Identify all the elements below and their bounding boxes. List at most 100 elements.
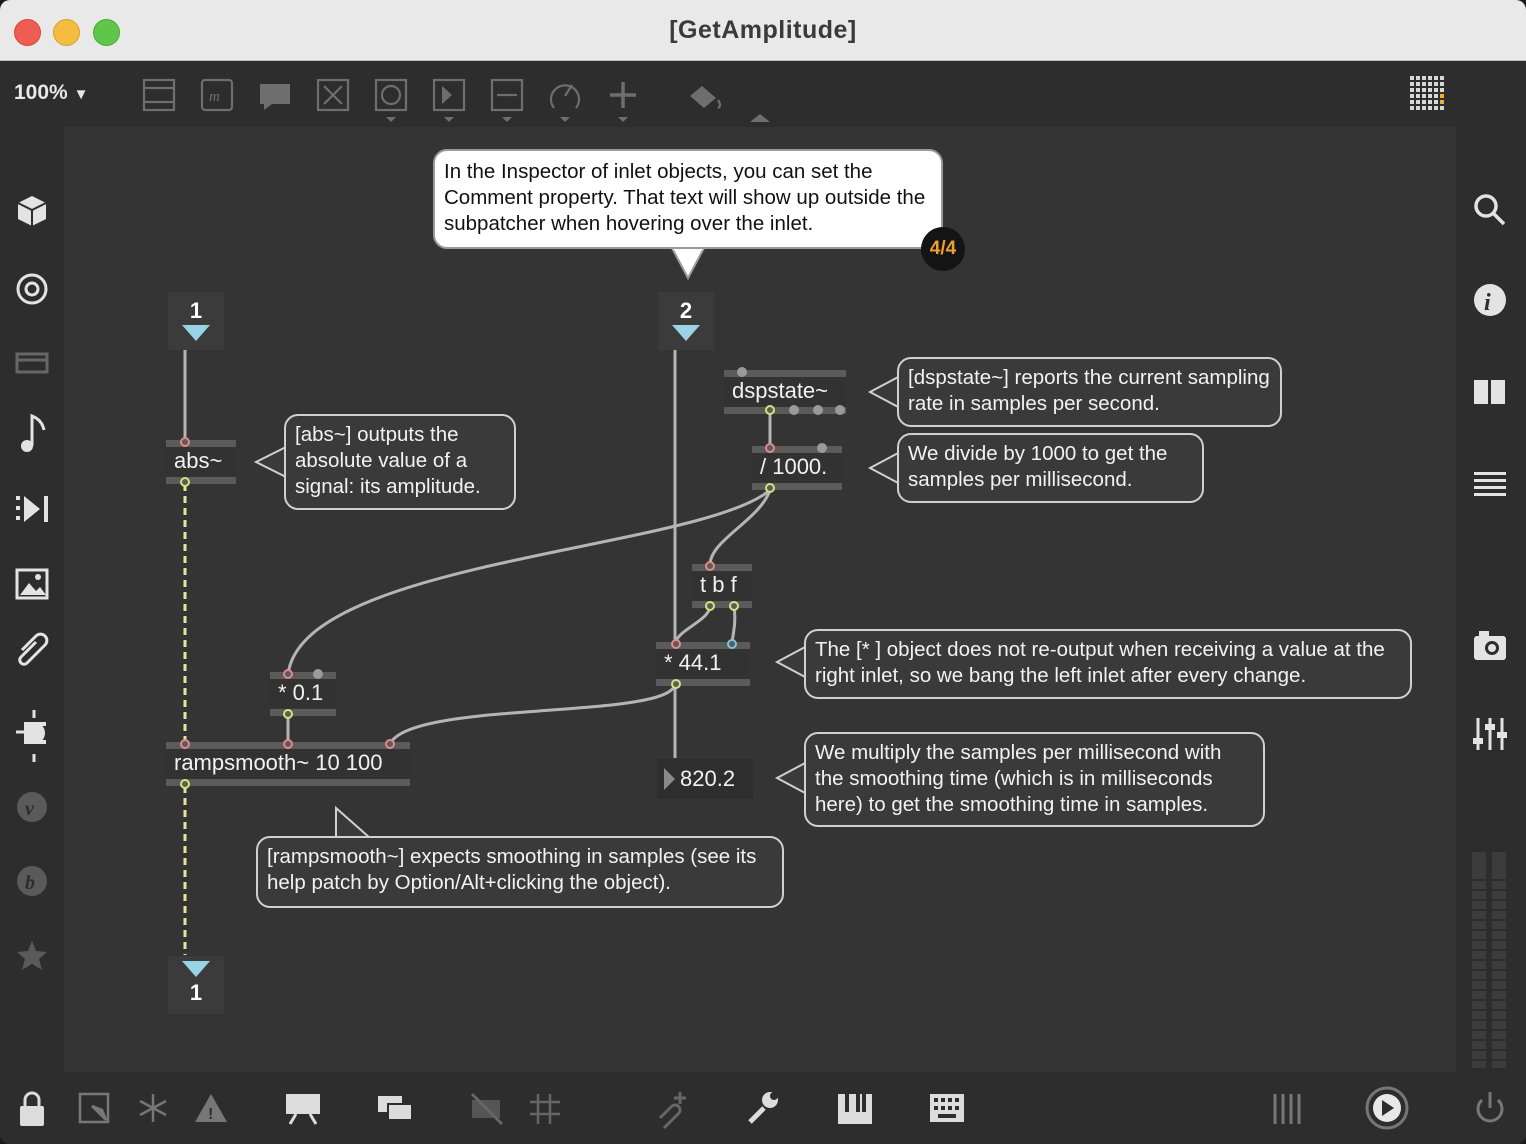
paperclip-icon[interactable] <box>18 632 49 666</box>
outlet-port[interactable] <box>765 483 775 493</box>
plug-icon[interactable] <box>16 710 46 762</box>
presentation-icon[interactable] <box>142 78 176 112</box>
image-icon[interactable] <box>15 568 49 600</box>
dspstate-object-text: dspstate~ <box>732 378 829 403</box>
outlet-port[interactable] <box>813 405 823 415</box>
inlet-port[interactable] <box>283 669 293 679</box>
zoom-button[interactable] <box>93 19 120 46</box>
list-icon[interactable] <box>1474 472 1506 496</box>
paint-icon[interactable] <box>690 86 770 122</box>
multiply-441-object[interactable]: * 44.1 <box>656 642 750 686</box>
inlet-port[interactable] <box>765 443 775 453</box>
inlet-port[interactable] <box>727 639 737 649</box>
inlet-port[interactable] <box>283 739 293 749</box>
mixer-icon[interactable] <box>1473 718 1507 750</box>
multiply-comment-pointer <box>774 761 808 795</box>
outlet-triangle-icon <box>182 961 210 977</box>
cord-div-mul01 <box>286 488 771 676</box>
hide-icon[interactable] <box>470 1092 504 1126</box>
star-icon[interactable] <box>17 941 47 970</box>
layout-icon[interactable] <box>15 352 49 374</box>
attach-icon[interactable] <box>658 1092 686 1130</box>
outlet-port[interactable] <box>729 601 739 611</box>
warning-icon[interactable]: ! <box>195 1094 227 1123</box>
outlet-1[interactable]: 1 <box>168 956 224 1014</box>
tip-page-badge[interactable]: 4/4 <box>921 227 965 271</box>
outlet-port[interactable] <box>765 405 775 415</box>
dspstate-comment-pointer <box>867 375 901 409</box>
media-icon[interactable] <box>16 496 48 522</box>
outlet-port[interactable] <box>835 405 845 415</box>
div-comment[interactable]: We divide by 1000 to get the samples per… <box>897 433 1204 503</box>
inlet-1[interactable]: 1 <box>168 292 224 350</box>
outlet-port[interactable] <box>705 601 715 611</box>
package-icon[interactable] <box>17 196 47 226</box>
search-icon[interactable] <box>1474 194 1506 226</box>
rampsmooth-comment[interactable]: [rampsmooth~] expects smoothing in sampl… <box>256 836 784 908</box>
close-button[interactable] <box>14 19 41 46</box>
rampsmooth-comment-pointer <box>335 805 371 839</box>
number-icon[interactable] <box>432 78 466 122</box>
keyboard-icon[interactable] <box>930 1094 964 1122</box>
inlet-2[interactable]: 2 <box>658 292 714 350</box>
message-icon[interactable]: m <box>200 78 234 112</box>
play-icon[interactable] <box>1365 1086 1409 1130</box>
tip-bubble[interactable]: In the Inspector of inlet objects, you c… <box>433 149 943 249</box>
dial-icon[interactable] <box>549 84 581 122</box>
tip-text: In the Inspector of inlet objects, you c… <box>444 160 926 235</box>
inlet-port[interactable] <box>737 367 747 377</box>
divide-object[interactable]: / 1000. <box>752 446 842 490</box>
inlet-port[interactable] <box>671 639 681 649</box>
outlet-port[interactable] <box>283 709 293 719</box>
mul-comment[interactable]: The [* ] object does not re-output when … <box>804 629 1412 699</box>
outlet-port[interactable] <box>789 405 799 415</box>
minimize-button[interactable] <box>53 19 80 46</box>
inlet-port[interactable] <box>313 669 323 679</box>
music-note-icon[interactable] <box>21 413 46 452</box>
comment-icon[interactable] <box>260 84 290 110</box>
zoom-menu[interactable]: 100% ▼ <box>14 81 88 105</box>
outlet-port[interactable] <box>671 679 681 689</box>
columns-icon[interactable] <box>1474 380 1505 404</box>
outlet-port[interactable] <box>180 779 190 789</box>
inlet-port[interactable] <box>180 437 190 447</box>
lock-icon[interactable] <box>20 1091 44 1126</box>
cord-div-tbf <box>708 489 772 566</box>
trigger-object-text: t b f <box>700 572 737 597</box>
inlet-port[interactable] <box>705 561 715 571</box>
piano-icon[interactable] <box>838 1094 872 1124</box>
inlet-port[interactable] <box>385 739 395 749</box>
slider-icon[interactable] <box>490 78 524 122</box>
target-icon[interactable] <box>16 273 48 305</box>
multiply-01-object[interactable]: * 0.1 <box>270 672 336 716</box>
grid-icon[interactable] <box>530 1094 560 1124</box>
edit-select-icon[interactable] <box>78 1092 110 1124</box>
power-icon[interactable] <box>1476 1092 1504 1123</box>
grid-panel-icon[interactable] <box>1408 74 1454 116</box>
trigger-object[interactable]: t b f <box>692 564 752 608</box>
abs-comment[interactable]: [abs~] outputs the absolute value of a s… <box>284 414 516 510</box>
outlet-port[interactable] <box>180 477 190 487</box>
freeze-icon[interactable] <box>139 1094 167 1122</box>
info-icon[interactable]: i <box>1474 284 1506 316</box>
b-icon[interactable]: b <box>17 866 47 896</box>
dspstate-object[interactable]: dspstate~ <box>724 370 846 414</box>
windows-icon[interactable] <box>378 1096 413 1121</box>
button-icon[interactable] <box>374 78 408 122</box>
abs-object[interactable]: abs~ <box>166 440 236 484</box>
inlet-port[interactable] <box>180 739 190 749</box>
inlet-2-number: 2 <box>679 298 693 323</box>
bars-icon[interactable] <box>1273 1094 1301 1124</box>
v-icon[interactable]: v <box>17 792 47 822</box>
toggle-icon[interactable] <box>316 78 350 112</box>
wrench-icon[interactable] <box>748 1092 778 1124</box>
dspstate-comment[interactable]: [dspstate~] reports the current sampling… <box>897 357 1282 427</box>
number-box[interactable]: 820.2 <box>657 759 753 799</box>
camera-icon[interactable] <box>1474 631 1506 660</box>
inlet-port[interactable] <box>817 443 827 453</box>
presentation-icon[interactable] <box>286 1094 320 1125</box>
add-icon[interactable] <box>610 82 636 122</box>
patcher-canvas[interactable] <box>64 127 1456 1072</box>
multiply-comment[interactable]: We multiply the samples per millisecond … <box>804 732 1265 827</box>
